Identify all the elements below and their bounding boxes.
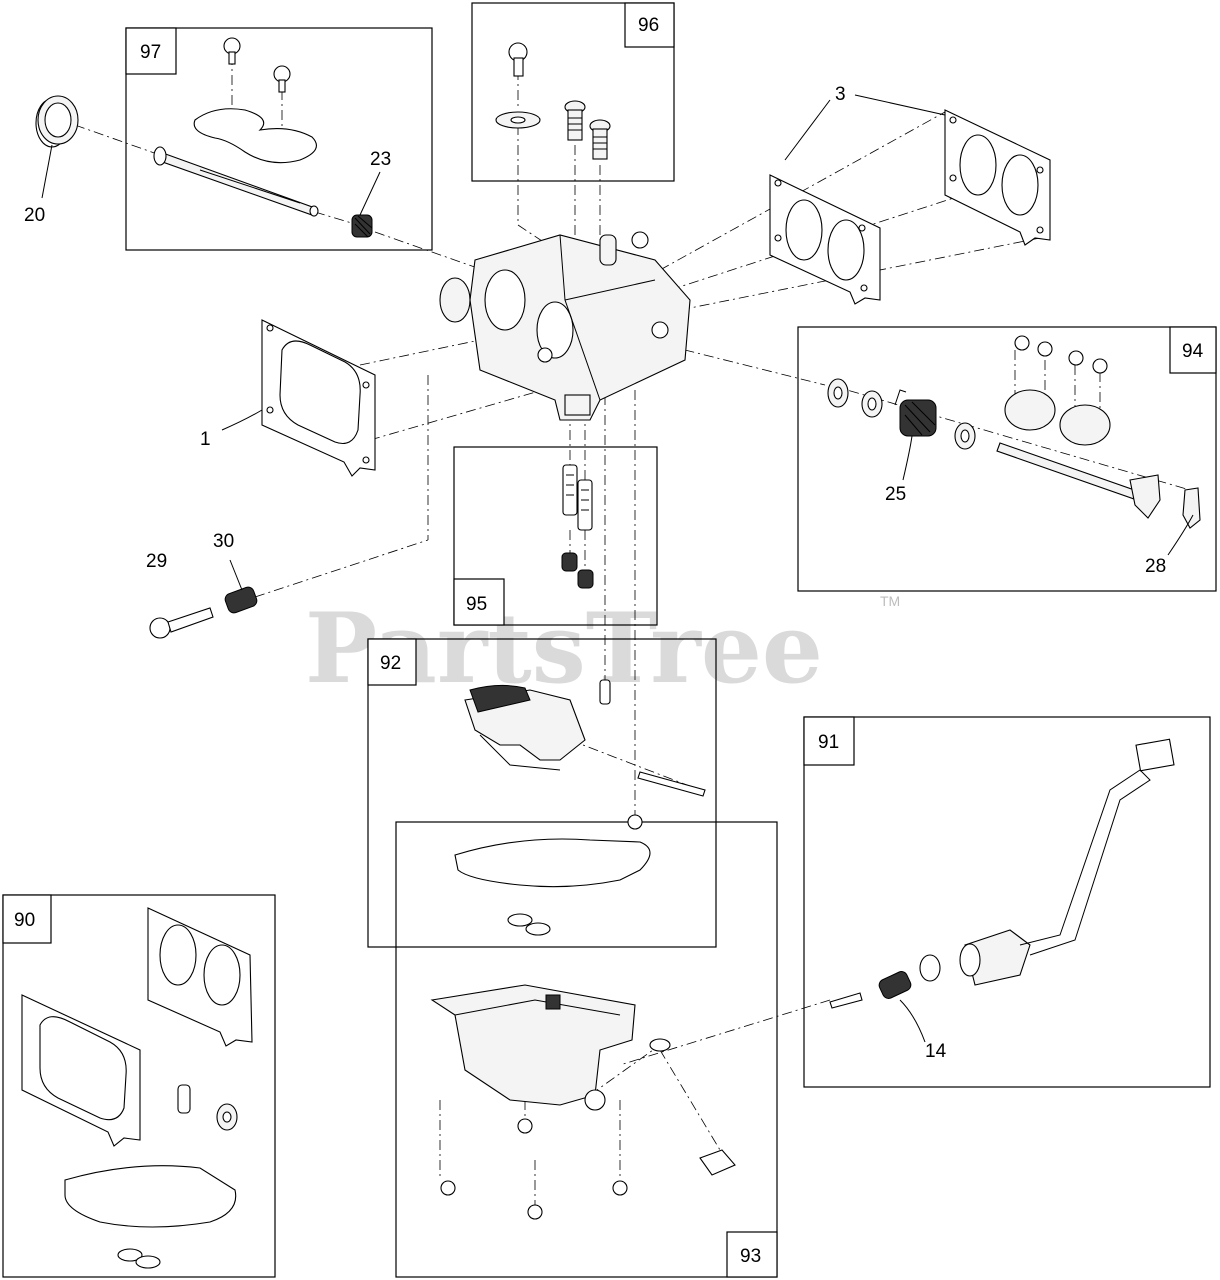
- callout-29: 29: [146, 551, 167, 572]
- callout-23: 23: [370, 149, 391, 170]
- part-96-washer: [495, 111, 541, 129]
- kit-label-94: 94: [1182, 341, 1204, 362]
- part-92-needle: [599, 679, 611, 705]
- part-20-ring: [35, 95, 79, 148]
- part-93-bowl-gasket: [454, 838, 651, 888]
- part-94-washers: [827, 378, 976, 450]
- kit-label-96: 96: [638, 15, 659, 36]
- watermark-tm: TM: [880, 593, 900, 609]
- kit-box-97[interactable]: 97: [125, 27, 433, 251]
- part-choke-plate: [193, 108, 317, 164]
- part-93-float-bowl: [430, 984, 636, 1111]
- kit-label-90: 90: [14, 910, 35, 931]
- part-23-spring: [351, 214, 373, 238]
- part-3-gasket-front: [769, 174, 881, 305]
- part-14-spring-plunger: [829, 971, 912, 1009]
- part-93-drain-washer-bolt: [649, 1038, 736, 1176]
- part-90-needle: [177, 1084, 191, 1114]
- carburetor-body: [439, 231, 691, 421]
- part-95-jets: [561, 464, 594, 589]
- part-92-float: [464, 684, 586, 771]
- callout-3: 3: [835, 84, 846, 105]
- part-94-throttle-shaft: [996, 442, 1161, 519]
- part-91-solenoid: [919, 738, 1175, 986]
- callout-20: 20: [24, 205, 45, 226]
- kit-label-97: 97: [140, 42, 161, 63]
- kit-label-91: 91: [818, 732, 839, 753]
- part-96-jets: [564, 100, 611, 160]
- part-1-gasket: [261, 319, 376, 477]
- kit-box-92[interactable]: 92: [367, 638, 717, 948]
- part-90-bowl-gasket: [64, 1165, 237, 1228]
- part-92-pin: [637, 771, 706, 797]
- part-choke-shaft: [153, 146, 319, 217]
- part-92-screw: [627, 814, 643, 830]
- part-93-bowl-screws: [440, 1118, 628, 1220]
- kit-label-92: 92: [380, 653, 401, 674]
- callout-28: 28: [1145, 556, 1166, 577]
- part-28-link: [1182, 487, 1201, 529]
- kit-label-93: 93: [740, 1246, 761, 1267]
- callout-1: 1: [200, 429, 211, 450]
- part-3-gasket-rear: [944, 109, 1051, 246]
- kit-label-95: 95: [466, 594, 487, 615]
- part-choke-screws: [223, 37, 291, 93]
- part-90-gasket-large: [21, 994, 141, 1147]
- part-90-gasket-small: [147, 907, 253, 1047]
- part-90-orings: [117, 1248, 161, 1269]
- kit-box-93[interactable]: 93: [395, 821, 778, 1278]
- callout-25: 25: [885, 484, 906, 505]
- callout-leaders: [41, 94, 1194, 1043]
- callout-30: 30: [213, 531, 234, 552]
- part-94-throttle-plates: [1004, 389, 1111, 446]
- part-96-screw: [508, 42, 528, 77]
- kit-box-91[interactable]: 91: [803, 716, 1211, 1088]
- part-93-orings: [507, 913, 551, 936]
- part-94-screws: [1014, 335, 1108, 374]
- part-30-spring: [224, 586, 258, 614]
- kit-box-96[interactable]: 96: [471, 2, 675, 182]
- kit-box-95[interactable]: 95: [453, 446, 658, 626]
- part-25-spring: [894, 389, 937, 437]
- kit-box-90[interactable]: 90: [2, 894, 276, 1278]
- part-90-washer: [216, 1103, 238, 1131]
- callout-14: 14: [925, 1041, 947, 1062]
- kit-box-94[interactable]: 94: [797, 326, 1217, 592]
- part-29-screw: [149, 607, 214, 639]
